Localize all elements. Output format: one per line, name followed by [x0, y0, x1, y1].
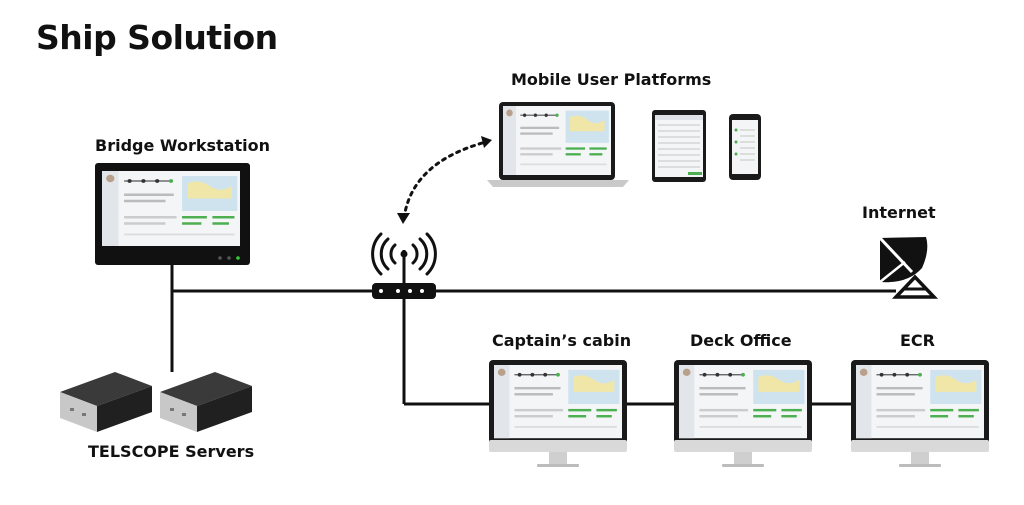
- ecr-label: ECR: [900, 331, 935, 350]
- telscope-server-2: [160, 372, 252, 432]
- bridge-workstation-monitor: [95, 163, 250, 265]
- network-links: [170, 265, 896, 406]
- captains-cabin-monitor: [489, 360, 627, 467]
- laptop-device: [487, 102, 629, 187]
- phone-device: [729, 114, 761, 180]
- satellite-dish-icon: [878, 236, 939, 299]
- captains-cabin-label: Captain’s cabin: [492, 331, 632, 350]
- telscope-server-1: [60, 372, 152, 432]
- mobile-platforms-label: Mobile User Platforms: [511, 70, 712, 89]
- router-icon: [371, 232, 437, 299]
- bridge-workstation-label: Bridge Workstation: [95, 136, 270, 155]
- internet-label: Internet: [862, 203, 936, 222]
- deck-office-monitor: [674, 360, 812, 467]
- ecr-monitor: [851, 360, 989, 467]
- telscope-servers-label: TELSCOPE Servers: [88, 442, 255, 461]
- deck-office-label: Deck Office: [690, 331, 792, 350]
- wireless-link-arrow: [397, 136, 492, 224]
- tablet-device: [652, 110, 706, 182]
- page-title: Ship Solution: [36, 18, 278, 57]
